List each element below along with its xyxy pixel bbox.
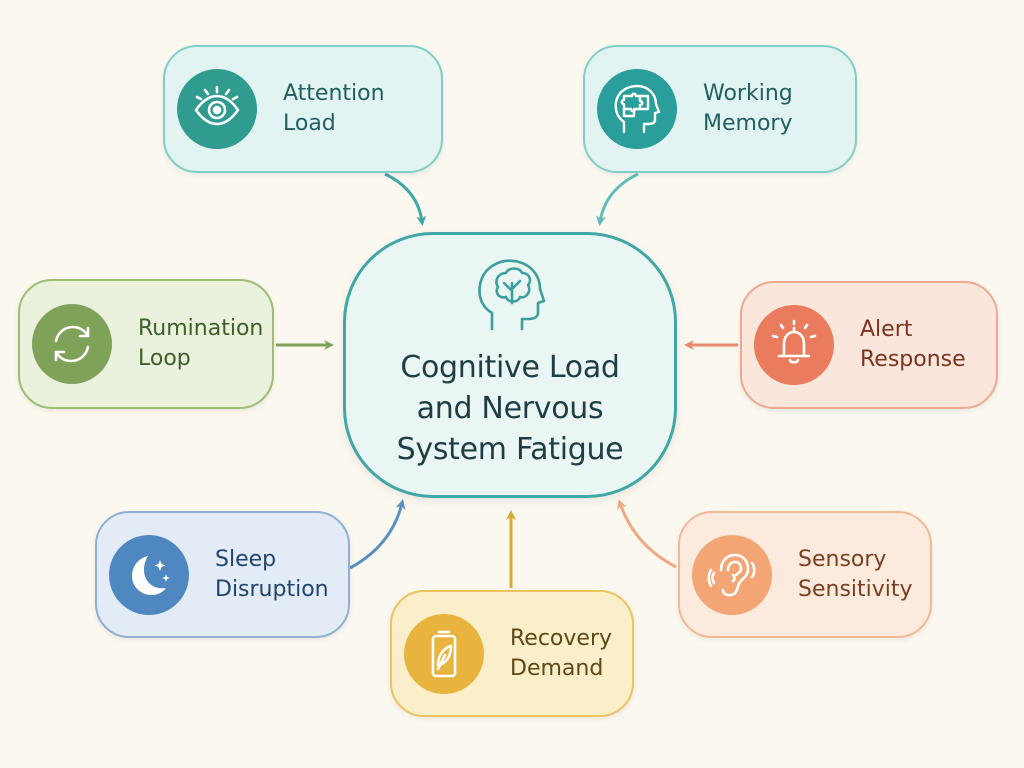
node-label: Alert Response: [860, 315, 996, 375]
moon-stars-icon: [109, 534, 189, 615]
arrow-sleep-to-center: [349, 499, 406, 570]
arrow-working-to-center: [595, 172, 639, 226]
node-label-line: Attention: [283, 81, 385, 106]
node-recovery-demand: Recovery Demand: [390, 590, 634, 717]
head-brain-icon: [478, 259, 546, 331]
node-label: Sensory Sensitivity: [798, 545, 930, 605]
arrow-attention-to-center: [384, 172, 427, 226]
node-label: Working Memory: [703, 79, 853, 139]
node-label-line: Disruption: [215, 576, 329, 602]
node-label-line: Sleep: [215, 546, 277, 572]
node-label-line: Loop: [138, 346, 191, 371]
node-label: Sleep Disruption: [215, 545, 348, 605]
node-working-memory: Working Memory: [583, 45, 857, 173]
bell-icon: [754, 305, 834, 385]
central-title-line: and Nervous: [416, 391, 604, 426]
node-label: Recovery Demand: [510, 624, 632, 684]
node-label-line: Alert: [860, 317, 913, 342]
node-label-line: Memory: [703, 111, 793, 136]
ear-icon: [692, 534, 772, 615]
eye-icon: [177, 69, 257, 149]
node-label: Attention Load: [283, 79, 433, 139]
node-rumination-loop: Rumination Loop: [18, 279, 274, 409]
battery-leaf-icon: [404, 613, 484, 694]
node-label-line: Sensitivity: [798, 576, 913, 602]
node-sensory-sensitivity: Sensory Sensitivity: [678, 511, 932, 638]
arrow-sensory-to-center: [617, 499, 677, 569]
node-alert-response: Alert Response: [740, 281, 998, 409]
head-puzzle-icon: [597, 69, 677, 149]
cycle-arrows-icon: [32, 304, 112, 384]
node-label-line: Recovery: [510, 625, 613, 651]
node-label-line: Load: [283, 111, 336, 136]
node-sleep-disruption: Sleep Disruption: [95, 511, 350, 638]
node-label-line: Sensory: [798, 546, 887, 572]
node-label-line: Rumination: [138, 316, 264, 341]
node-label-line: Demand: [510, 655, 604, 681]
node-label-line: Working: [703, 81, 793, 106]
central-title-line: System Fatigue: [396, 432, 624, 467]
central-title-line: Cognitive Load: [400, 350, 620, 385]
node-label: Rumination Loop: [138, 314, 272, 374]
node-attention-load: Attention Load: [163, 45, 443, 173]
node-label-line: Response: [860, 347, 966, 372]
central-title: Cognitive Load and Nervous System Fatigu…: [360, 347, 660, 470]
central-topic: Cognitive Load and Nervous System Fatigu…: [343, 232, 677, 498]
